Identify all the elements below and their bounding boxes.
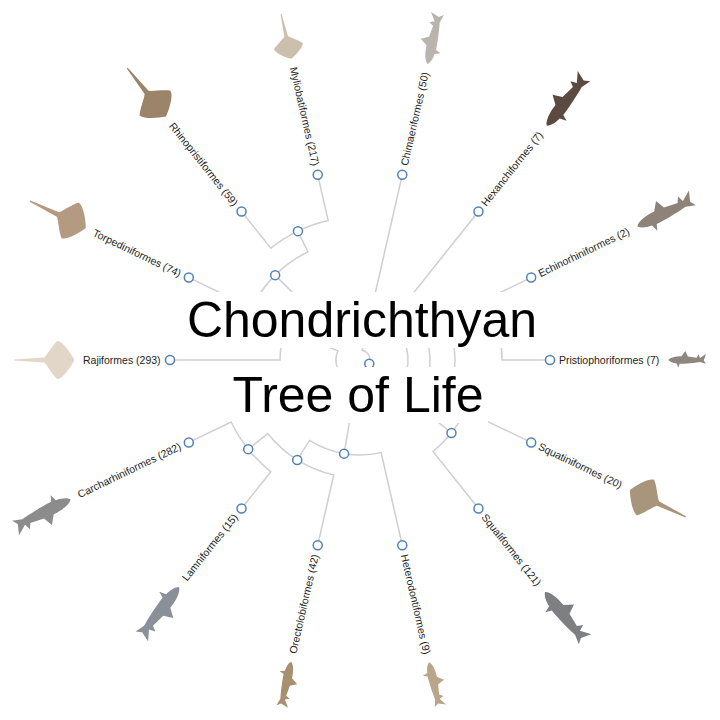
- ray-illustration: [267, 11, 306, 63]
- shark-illustration: [9, 488, 77, 539]
- order-label: Rhinopristiformes (59): [166, 119, 242, 209]
- tree-node-marker: [166, 356, 175, 365]
- tree-node-marker: [271, 271, 280, 280]
- tree-branch: [298, 175, 328, 231]
- tree-markers: [166, 170, 555, 549]
- order-label: Orectolobiformes (42): [287, 552, 323, 656]
- shark-illustration: [631, 186, 699, 237]
- order-name: Orectolobiformes (42): [287, 553, 322, 655]
- tree-node-marker: [474, 504, 483, 513]
- tree-node-marker: [398, 541, 407, 550]
- tree-node-marker: [546, 356, 555, 365]
- order-label: Lamniformes (15): [179, 511, 242, 585]
- order-label: Torpediniformes (74): [90, 226, 184, 280]
- order-label: Myliobatiformes (217): [287, 65, 323, 168]
- order-label: Squatiniformes (20): [536, 440, 626, 492]
- tree-node-marker: [527, 438, 536, 447]
- tree-branch: [433, 433, 479, 509]
- tree-branch: [242, 211, 298, 248]
- tree-node-marker: [474, 207, 483, 216]
- order-label: Pristiophoriformes (7): [558, 354, 660, 367]
- tree-branch: [189, 422, 248, 449]
- diagram-title: Chondrichthyan Tree of Life: [183, 292, 537, 423]
- title-block: Chondrichthyan Tree of Life: [140, 283, 580, 433]
- shark-illustration: [420, 660, 449, 708]
- order-name: Pristiophoriformes (7): [559, 354, 659, 367]
- ray-illustration: [21, 183, 94, 246]
- ray-illustration: [112, 56, 182, 129]
- tree-node-marker: [447, 428, 456, 437]
- tree-node-marker: [237, 207, 246, 216]
- tree-branch: [344, 453, 402, 546]
- order-label: Hexanchiformes (7): [478, 128, 547, 209]
- tree-node-marker: [340, 449, 349, 458]
- tree-node-marker: [293, 455, 302, 464]
- tree-node-marker: [184, 438, 193, 447]
- tree-branches: [170, 175, 550, 545]
- order-name: Lamniformes (15): [180, 512, 241, 584]
- shark-illustration: [668, 351, 706, 368]
- shark-illustration: [131, 579, 191, 644]
- illustrations: [9, 11, 706, 709]
- order-name: Echinorhiniformes (2): [536, 224, 632, 279]
- tree-branch: [297, 460, 334, 545]
- order-name: Rajiformes (293): [83, 354, 161, 367]
- order-name: Squaliformes (121): [479, 512, 544, 589]
- shark-illustration: [535, 68, 595, 133]
- tree-node-marker: [293, 227, 302, 236]
- tree-branch: [297, 440, 344, 459]
- order-label: Heterodontiformes (9): [398, 552, 434, 656]
- ray-illustration: [14, 341, 74, 380]
- shark-illustration: [272, 660, 302, 709]
- tree-node-marker: [244, 445, 253, 454]
- tree-node-marker: [237, 504, 246, 513]
- tree-node-marker: [313, 541, 322, 550]
- order-name: Chimaeriformes (50): [398, 71, 432, 167]
- ray-illustration: [621, 472, 694, 535]
- tree-branch: [242, 449, 271, 508]
- tree-branch: [275, 231, 308, 275]
- order-name: Heterodontiformes (9): [398, 553, 433, 655]
- shark-illustration: [535, 583, 595, 648]
- tree-branch: [248, 434, 297, 460]
- order-name: Myliobatiformes (217): [287, 66, 322, 167]
- tree-node-marker: [527, 273, 536, 282]
- order-name: Rhinopristiformes (59): [166, 120, 241, 209]
- order-label: Squaliformes (121): [478, 511, 545, 590]
- order-name: Squatiniformes (20): [536, 440, 624, 491]
- tree-node-marker: [398, 170, 407, 179]
- order-name: Carcharhiniformes (282): [76, 440, 184, 501]
- order-label: Echinorhiniformes (2): [536, 224, 633, 280]
- order-label: Carcharhiniformes (282): [75, 440, 184, 502]
- order-name: Hexanchiformes (7): [479, 129, 546, 209]
- tree-node-marker: [184, 273, 193, 282]
- order-label: Rajiformes (293): [82, 354, 162, 367]
- shark-illustration: [416, 11, 449, 66]
- order-label: Chimaeriformes (50): [398, 70, 432, 168]
- order-name: Torpediniformes (74): [91, 226, 183, 279]
- tree-node-marker: [313, 170, 322, 179]
